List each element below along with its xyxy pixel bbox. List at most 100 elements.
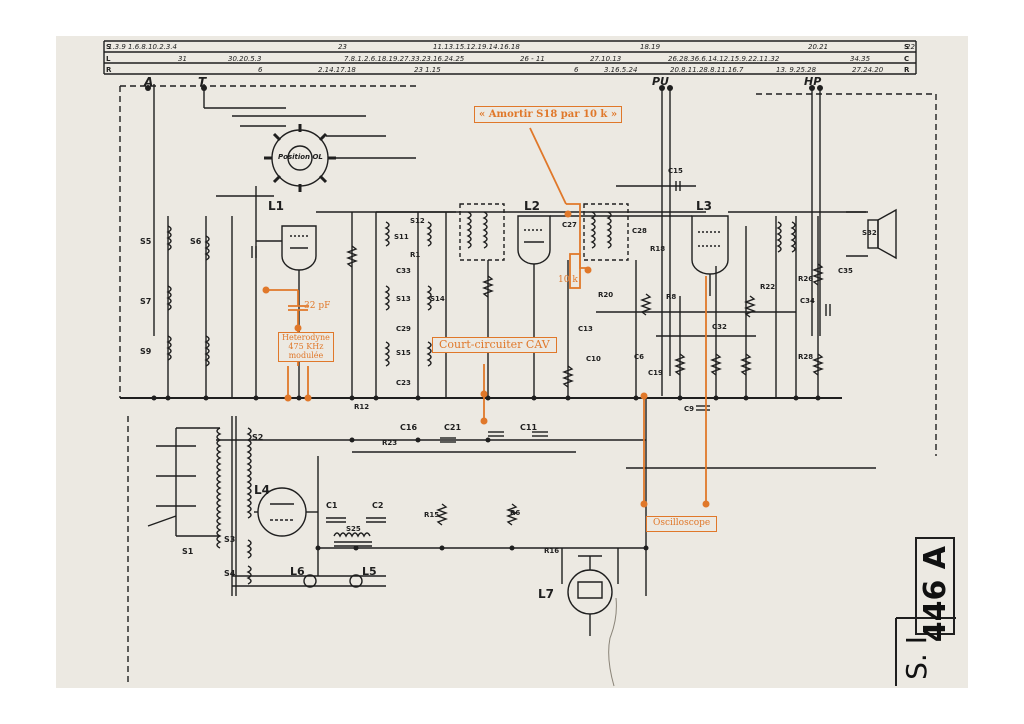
capacitor-marks — [251, 181, 831, 443]
header-cell: 31 — [178, 55, 187, 63]
model-code: 446 A — [918, 546, 953, 643]
row-marker: R — [106, 66, 112, 74]
label-l3: L3 — [696, 199, 712, 213]
label-c11: C11 — [520, 423, 538, 432]
header-cell: 23 — [338, 43, 347, 51]
label-r8: R8 — [666, 293, 677, 301]
ten-k-label: 10 k — [558, 275, 578, 285]
label-s14: S14 — [430, 295, 445, 303]
header-cell: 30.20.5.3 — [228, 55, 262, 63]
amortir-arrow — [529, 127, 567, 205]
label-c16: C16 — [400, 423, 418, 432]
label-l7: L7 — [538, 587, 554, 601]
ten-k-resistor — [569, 253, 581, 289]
label-l4: L4 — [254, 483, 270, 497]
label-r18: R18 — [650, 245, 666, 253]
label-s6: S6 — [190, 237, 202, 246]
header-cell: 1.3.9 1.6.8.10.2.3.4 — [108, 43, 178, 51]
label-s3: S3 — [224, 535, 236, 544]
label-r15: R15 — [424, 511, 440, 519]
label-r12: R12 — [354, 403, 370, 411]
label-s7: S7 — [140, 297, 152, 306]
label-s32: S32 — [862, 229, 877, 237]
label-s1: S1 — [182, 547, 194, 556]
annotation-dots — [262, 210, 710, 508]
label-r23: R23 — [382, 439, 398, 447]
capacitor-32pf-label: 32 pF — [304, 301, 331, 311]
label-r22: R22 — [760, 283, 776, 291]
label-r28: R28 — [798, 353, 814, 361]
label-s15: S15 — [396, 349, 411, 357]
header-cell: 18.19 — [640, 43, 661, 51]
row-marker: L — [106, 55, 111, 63]
label-l5: L5 — [362, 565, 377, 578]
label-c27: C27 — [562, 221, 577, 229]
row-marker-right: C — [904, 55, 910, 63]
label-s13: S13 — [396, 295, 411, 303]
label-r1: R1 — [410, 251, 421, 259]
header-cell: 6 — [258, 66, 263, 74]
header-cell: 2.14.17.18 — [318, 66, 356, 74]
court-circuiter-note: Court-circuiter CAV — [432, 337, 557, 354]
header-cell: 7.8.1.2.6.18.19.27.33.23.16.24.25 — [344, 55, 465, 63]
header-cell: 34.35 — [850, 55, 871, 63]
header-cell: 20.8.11.28.8.11.16.7 — [670, 66, 744, 74]
header-cell: 27.10.13 — [590, 55, 622, 63]
label-c23: C23 — [396, 379, 411, 387]
header-cell: 27.24.20 — [852, 66, 884, 74]
model-sub: S. I — [900, 636, 933, 680]
label-c35: C35 — [838, 267, 853, 275]
label-c33: C33 — [396, 267, 411, 275]
label-c6: C6 — [634, 353, 645, 361]
amortir-note: « Amortir S18 par 10 k » — [474, 106, 623, 123]
row-marker: S — [106, 43, 112, 51]
label-c21: C21 — [444, 423, 462, 432]
header-cell: 26.28.36.6.14.12.15.9.22.11.32 — [668, 55, 780, 63]
header-cell: 6 — [574, 66, 579, 74]
label-s25: S25 — [346, 525, 361, 533]
label-r20: R20 — [598, 291, 614, 299]
row-marker-right: S — [904, 43, 910, 51]
tube-base-label: Position OL — [278, 153, 323, 161]
label-r6: R6 — [510, 509, 521, 517]
oscilloscope-note: Oscilloscope — [646, 516, 718, 532]
terminal-pu: PU — [652, 75, 669, 88]
label-l6: L6 — [290, 565, 305, 578]
header-cell: 20.21 — [808, 43, 829, 51]
terminal-hp: HP — [804, 75, 822, 88]
header-cell: 13. 9.25.28 — [776, 66, 817, 74]
label-c10: C10 — [586, 355, 601, 363]
label-l1: L1 — [268, 199, 284, 213]
label-c1: C1 — [326, 501, 338, 510]
label-c19: C19 — [648, 369, 663, 377]
header-row-1: 1.3.9 1.6.8.10.2.3.4 23 11.13.15.12.19.1… — [108, 43, 915, 51]
label-l2: L2 — [524, 199, 540, 213]
junction-dots — [145, 85, 823, 551]
label-s12: S12 — [410, 217, 425, 225]
header-cell: 3.16.5.24 — [604, 66, 638, 74]
label-c2: C2 — [372, 501, 384, 510]
header-cell: 11.13.15.12.19.14.16.18 — [433, 43, 520, 51]
label-s5: S5 — [140, 237, 152, 246]
row-marker-right: R — [904, 66, 910, 74]
header-cell: 22 — [906, 43, 915, 51]
annotation-wiring — [266, 127, 707, 504]
schematic-sheet: 1.3.9 1.6.8.10.2.3.4 23 11.13.15.12.19.1… — [56, 36, 968, 688]
heterodyne-note: Heterodyne 475 KHz modulée — [278, 332, 334, 363]
label-c28: C28 — [632, 227, 647, 235]
terminal-t: T — [198, 75, 207, 89]
label-s11: S11 — [394, 233, 409, 241]
terminal-a: A — [144, 75, 154, 89]
header-cell: 26 - 11 — [520, 55, 545, 63]
label-s2: S2 — [252, 433, 264, 442]
ten-k-lead — [566, 203, 588, 269]
label-r26: R26 — [798, 275, 814, 283]
label-s4: S4 — [224, 569, 236, 578]
schematic-drawing — [103, 40, 956, 687]
label-c13: C13 — [578, 325, 593, 333]
label-c15: C15 — [668, 167, 683, 175]
label-s9: S9 — [140, 347, 152, 356]
label-c34: C34 — [800, 297, 815, 305]
label-r16: R16 — [544, 547, 560, 555]
label-c29: C29 — [396, 325, 411, 333]
